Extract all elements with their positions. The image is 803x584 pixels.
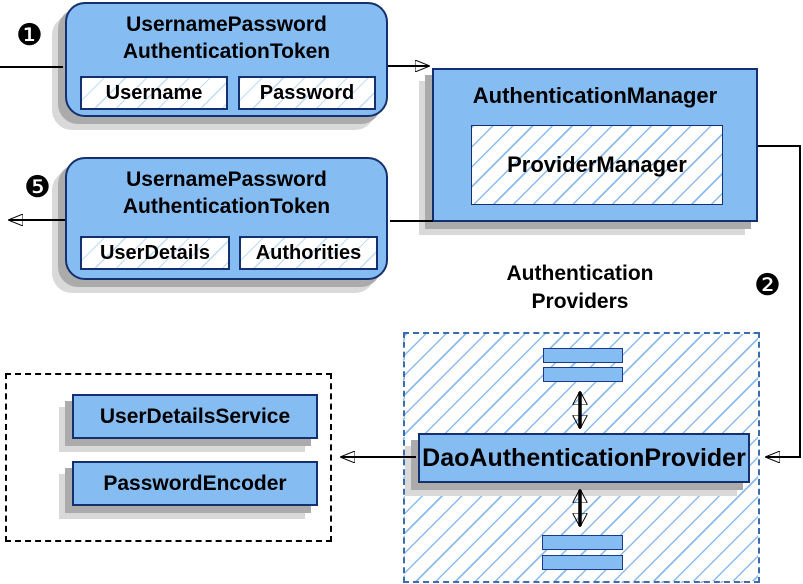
authentication-providers-title: Authentication Providers: [506, 262, 654, 313]
step-1-badge: ❶: [16, 19, 43, 52]
provider-placeholder-bar: [543, 367, 623, 382]
provider-placeholder-bar: [542, 535, 623, 550]
dao-authentication-provider-node[interactable]: DaoAuthenticationProvider: [418, 433, 750, 483]
userdetails-field-box: UserDetails: [80, 236, 230, 270]
provider-placeholder-bar: [542, 555, 623, 570]
result-token-title: UsernamePassword AuthenticationToken: [122, 168, 331, 218]
step-2-badge: ❷: [754, 269, 781, 302]
user-details-service-node[interactable]: UserDetailsService: [72, 394, 318, 439]
provider-placeholder-bar: [543, 348, 623, 363]
username-field-box: Username: [80, 76, 228, 110]
request-token-title: UsernamePassword AuthenticationToken: [122, 13, 331, 63]
password-field-box: Password: [238, 76, 376, 110]
step-5-badge: ❺: [24, 171, 51, 204]
authorities-field-box: Authorities: [239, 236, 378, 270]
username-password-token-result-node[interactable]: UsernamePassword AuthenticationToken Use…: [65, 157, 388, 280]
username-password-token-request-node[interactable]: UsernamePassword AuthenticationToken Use…: [65, 2, 388, 117]
provider-manager-box: ProviderManager: [471, 125, 723, 205]
password-encoder-node[interactable]: PasswordEncoder: [72, 461, 318, 506]
authentication-manager-title: AuthenticationManager: [472, 83, 718, 108]
authentication-manager-node[interactable]: AuthenticationManager ProviderManager: [432, 68, 758, 222]
